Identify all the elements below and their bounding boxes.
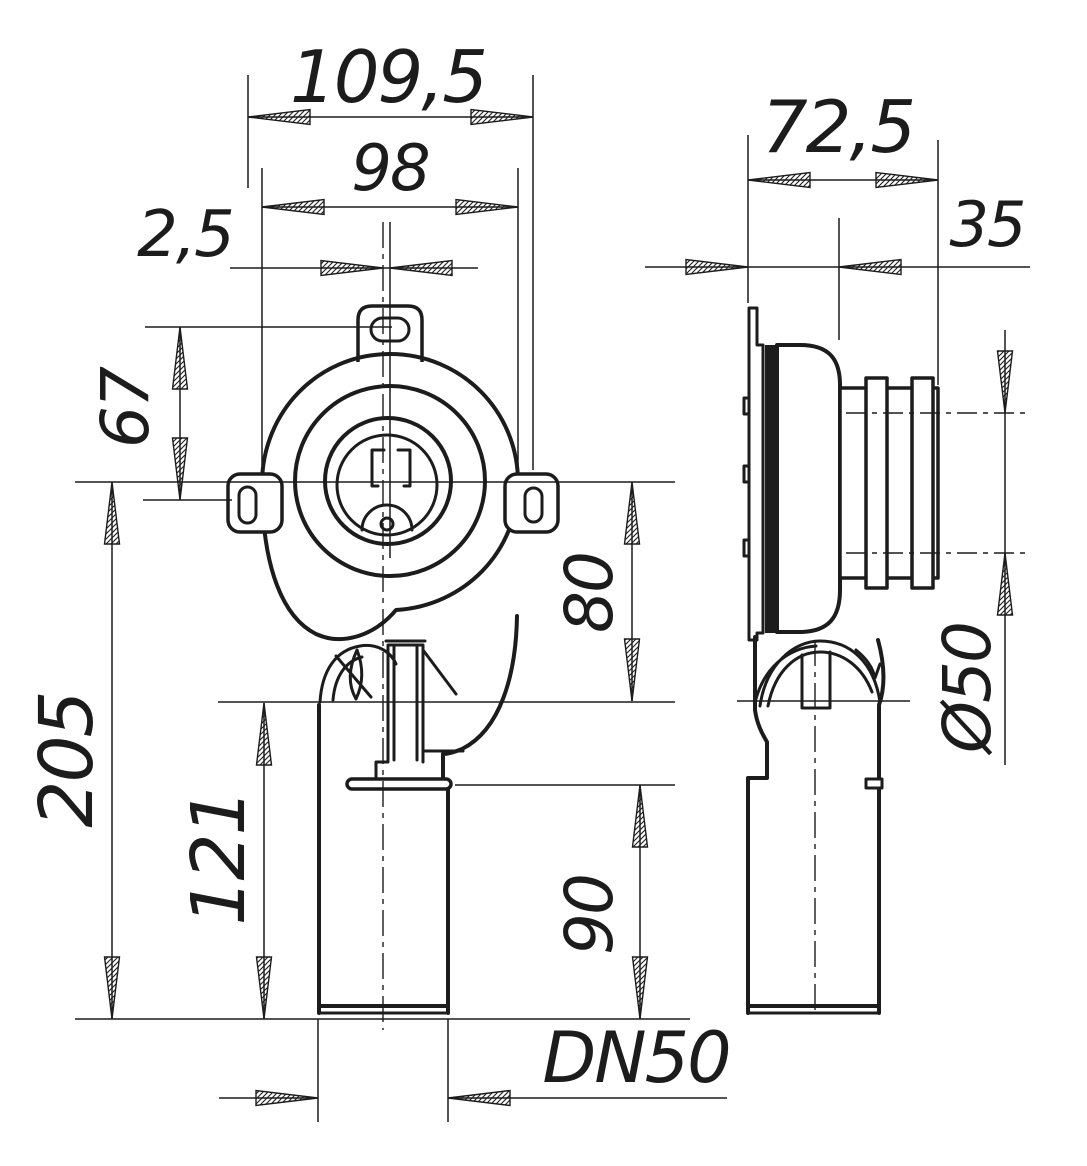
front-view	[226, 304, 560, 1015]
arrow-right-icon	[320, 259, 384, 277]
front-bayonet-slot-right	[396, 448, 412, 488]
arrow-right-icon	[470, 108, 534, 126]
dim-outlet-axis-drop: 80	[551, 553, 628, 633]
side-gasket	[765, 345, 776, 633]
dim-center-offset: 2,5	[137, 198, 233, 272]
side-view	[742, 306, 940, 1015]
front-standpipe-inner	[392, 645, 419, 762]
dim-overall-height: 205	[24, 692, 110, 827]
arrow-down-icon	[623, 638, 641, 702]
front-standpipe	[374, 639, 427, 781]
front-right-tab	[503, 472, 560, 534]
dim-pipe-length: 90	[551, 875, 628, 955]
arrow-down-icon	[996, 350, 1014, 414]
front-right-contour	[441, 614, 519, 781]
arrow-up-icon	[996, 552, 1014, 616]
front-flange-body	[260, 352, 520, 642]
front-elbow-diagonal	[334, 654, 373, 699]
arrow-down-icon	[103, 956, 121, 1020]
arrow-right-icon	[875, 171, 939, 189]
front-outlet-opening	[335, 433, 439, 537]
reference-lines	[75, 222, 1030, 1030]
dim-tab-spacing-vertical: 67	[87, 366, 164, 448]
arrow-left-icon	[747, 171, 811, 189]
front-elbow-beak	[348, 648, 364, 701]
dim-spigot-diameter: Ø50	[929, 623, 1006, 756]
arrow-right-icon	[685, 258, 749, 276]
front-right-tab-slot	[523, 486, 544, 524]
front-collar-plate	[345, 777, 453, 791]
side-weir-arc-outer	[758, 639, 882, 708]
arrow-left-icon	[389, 259, 453, 277]
side-wall-plate-notches	[742, 396, 751, 558]
dim-outlet-nominal-size: DN50	[542, 1017, 729, 1099]
front-keyhole-hole	[379, 516, 395, 532]
arrow-up-icon	[255, 702, 273, 766]
arrow-right-icon	[455, 198, 519, 216]
arrow-down-icon	[631, 956, 649, 1020]
arrow-down-icon	[255, 956, 273, 1020]
side-wall-plate	[747, 306, 765, 642]
dim-outlet-nominal-lines	[219, 1019, 727, 1122]
arrow-up-icon	[631, 784, 649, 848]
arrow-up-icon	[103, 481, 121, 545]
front-bayonet-slot-left	[370, 448, 386, 488]
side-pipe-notch	[864, 777, 884, 790]
arrow-right-icon	[255, 1089, 319, 1107]
arrow-up-icon	[171, 326, 189, 390]
arrow-down-icon	[171, 437, 189, 501]
side-weir-arc-inner	[766, 650, 874, 708]
side-weir-arc-overlap	[753, 644, 882, 705]
front-keyhole-dome	[360, 503, 414, 532]
side-left-contour	[746, 635, 769, 1015]
side-dip-tube	[800, 650, 832, 710]
dim-overall-depth: 72,5	[762, 85, 914, 169]
dim-lower-section-height: 121	[176, 790, 262, 925]
side-body	[775, 343, 842, 634]
side-right-contour	[876, 638, 886, 1015]
dim-overall-width: 109,5	[290, 35, 486, 119]
front-left-tab-slot	[237, 485, 258, 525]
dim-body-projection: 35	[950, 188, 1025, 261]
side-spigot-ring-2	[910, 376, 935, 590]
arrow-left-icon	[261, 198, 325, 216]
side-spigot-ring-1	[864, 376, 889, 590]
arrow-left-icon	[247, 108, 311, 126]
front-flange-ring-mid	[323, 416, 453, 546]
front-elbow-strut	[421, 648, 458, 696]
dimensions: 109,5 98 2,5 67 205 121 80	[24, 35, 1030, 1122]
arrow-left-icon	[838, 258, 902, 276]
arrow-left-icon	[447, 1089, 511, 1107]
arrow-up-icon	[623, 481, 641, 545]
dim-flange-width: 98	[351, 132, 428, 206]
